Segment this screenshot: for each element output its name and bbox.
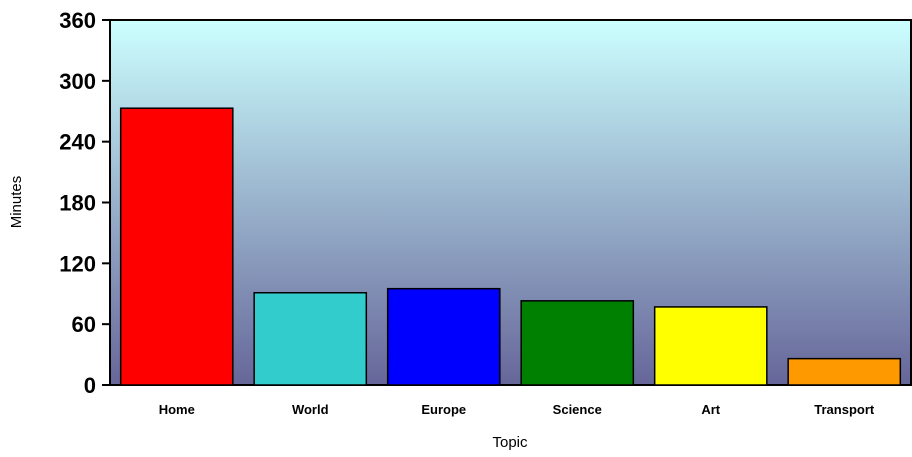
y-tick-label: 0	[84, 373, 96, 398]
y-axis-label: Minutes	[8, 176, 25, 229]
y-tick-label: 360	[59, 8, 96, 33]
bars	[119, 107, 902, 386]
x-tick-label-transport: Transport	[814, 402, 875, 417]
bar-transport	[787, 357, 902, 386]
y-tick-label: 240	[59, 130, 96, 155]
x-tick-label-home: Home	[159, 402, 195, 417]
bar-world	[253, 291, 368, 386]
x-tick-label-world: World	[292, 402, 329, 417]
y-tick-label: 300	[59, 69, 96, 94]
x-axis-label: Topic	[492, 434, 528, 451]
x-tick-label-science: Science	[553, 402, 602, 417]
x-tick-label-art: Art	[701, 402, 720, 417]
plot-area	[109, 19, 912, 386]
bar-europe	[386, 287, 501, 386]
bar-home	[119, 107, 234, 386]
x-tick-label-europe: Europe	[421, 402, 466, 417]
y-tick-label: 120	[59, 251, 96, 276]
y-tick-label: 60	[72, 312, 96, 337]
y-tick-label: 180	[59, 191, 96, 216]
x-axis-ticks: Home World Europe Science Art Transport	[159, 402, 875, 417]
bar-art	[653, 306, 768, 386]
bar-science	[520, 300, 635, 386]
y-axis-ticks: 0 60 120 180 240 300 360	[59, 8, 110, 398]
